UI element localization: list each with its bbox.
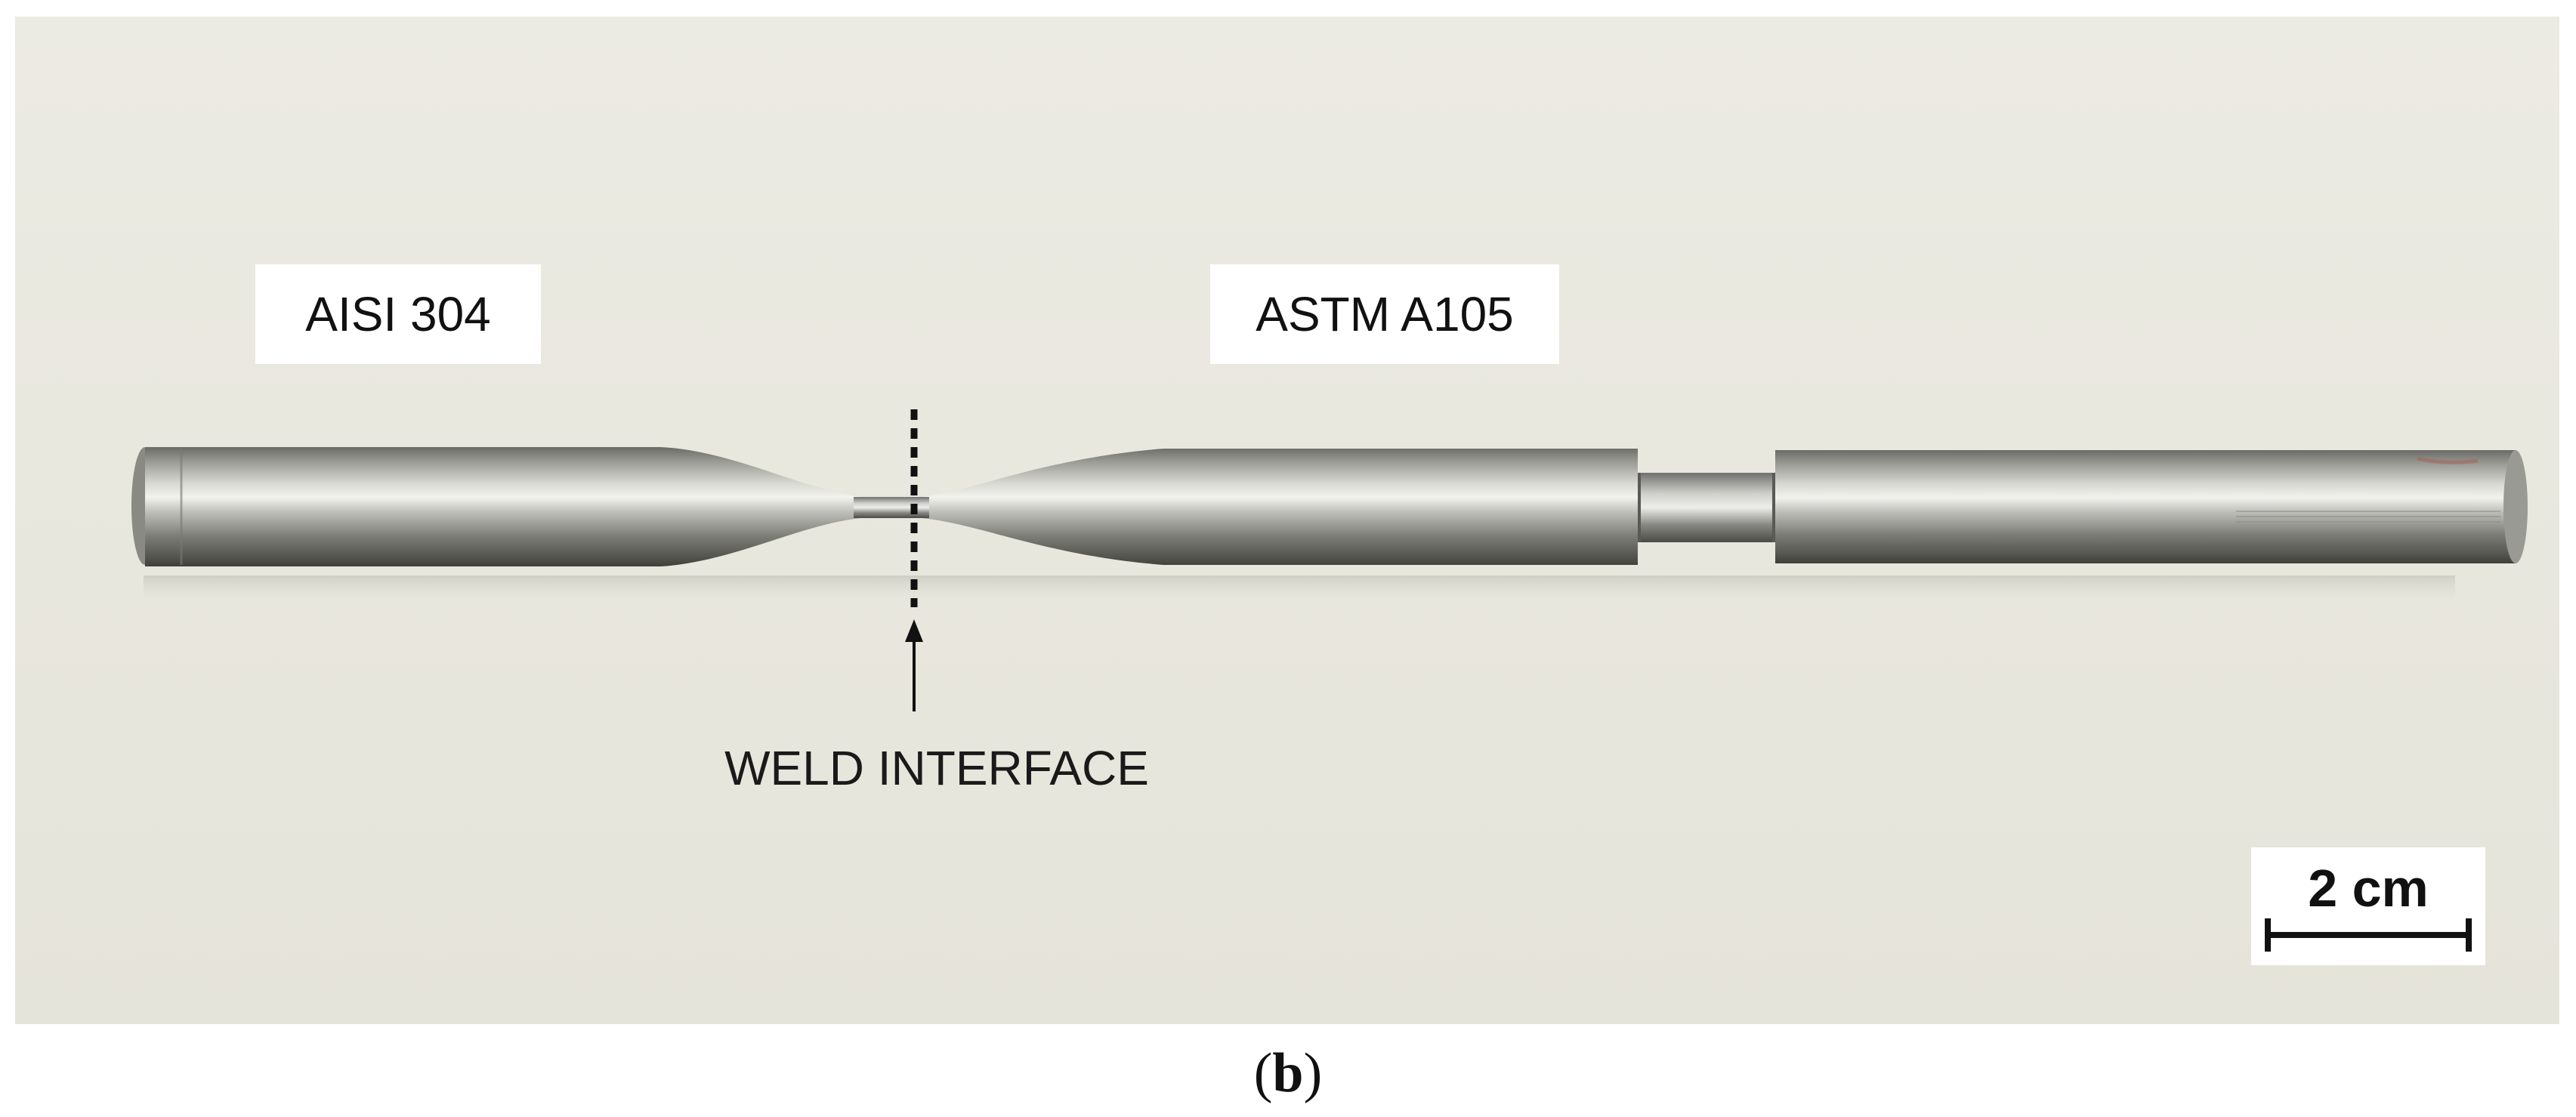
left-material-text: AISI 304 [305,287,491,341]
right-grip [1775,450,2516,563]
caption-letter: b [1272,1042,1304,1104]
weld-arrow-icon [905,619,923,711]
right-end-texture [2236,511,2500,523]
scale-bar-line [2265,918,2472,952]
scale-bar-label: 2 cm [2308,859,2429,918]
caption-close: ) [1303,1042,1323,1104]
right-material-label: ASTM A105 [1210,264,1559,364]
right-material-text: ASTM A105 [1256,287,1514,341]
specimen-photo: AISI 304 ASTM A105 WELD INTERFACE 2 cm [15,17,2559,1024]
caption-open: ( [1253,1042,1273,1104]
weld-interface-label: WELD INTERFACE [724,741,1149,795]
gauge-section [854,497,929,518]
scale-bar: 2 cm [2251,847,2485,965]
step-groove [1638,473,1775,542]
specimen-shadow [144,575,2455,606]
tensile-specimen-image [131,409,2528,711]
figure-caption: (b) [1175,1039,1401,1107]
right-end-face [2503,450,2528,563]
left-material-label: AISI 304 [255,264,541,364]
